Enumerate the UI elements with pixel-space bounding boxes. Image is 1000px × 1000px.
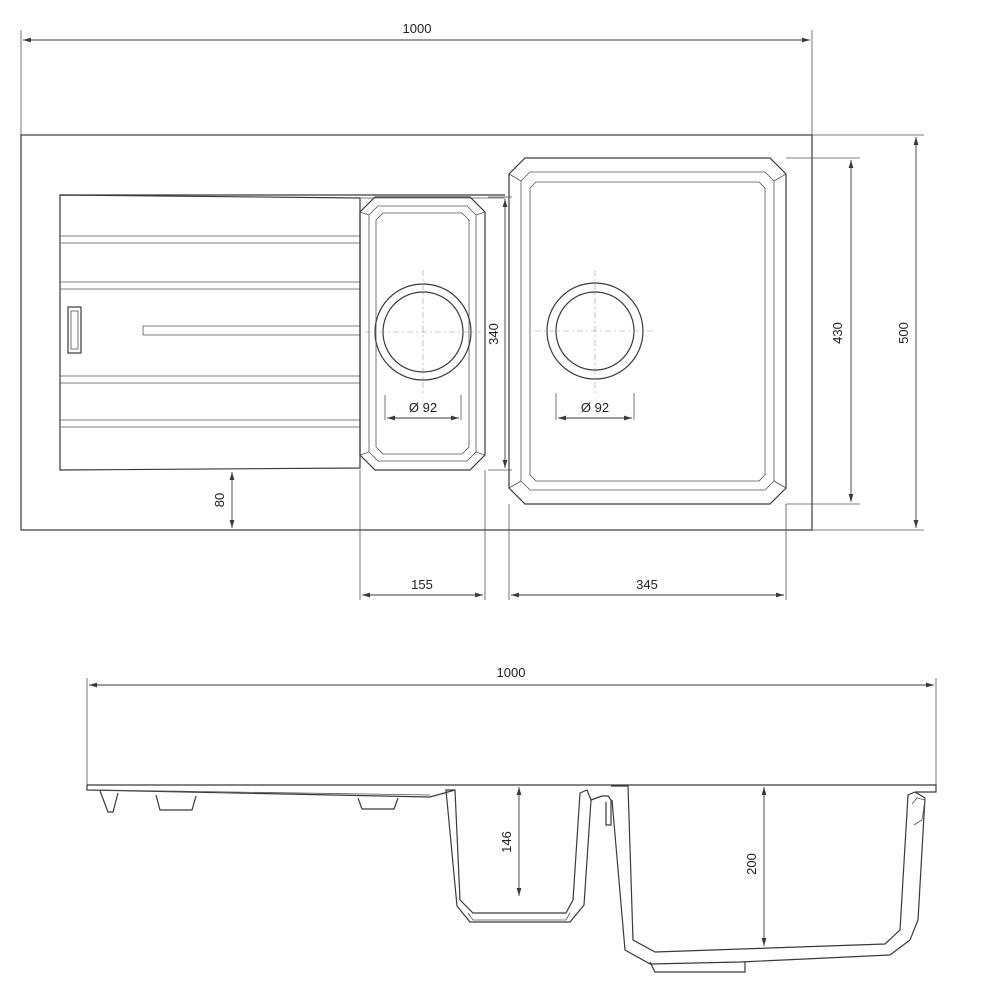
small-bowl-width-dimension: 155 xyxy=(359,470,486,600)
overflow-slot xyxy=(67,306,82,354)
small-bowl-profile xyxy=(445,789,592,923)
top-width-dimension: 1000 xyxy=(20,21,813,135)
top-width-label: 1000 xyxy=(403,21,432,36)
sink-outline xyxy=(20,134,813,531)
small-bowl-depth-dimension: 146 xyxy=(499,787,522,896)
large-waste-diameter-label: Ø 92 xyxy=(581,400,609,415)
small-bowl-depth-label: 146 xyxy=(499,831,514,853)
side-width-dimension: 1000 xyxy=(86,665,937,785)
large-bowl-width-label: 345 xyxy=(636,577,658,592)
bowl-depth-label: 430 xyxy=(830,322,845,344)
large-bowl-width-dimension: 345 xyxy=(508,504,787,600)
small-bowl-length-label: 340 xyxy=(486,323,501,345)
overall-depth-dimension: 500 xyxy=(812,134,924,531)
sink-deck-profile xyxy=(87,784,937,793)
large-bowl-depth-label: 200 xyxy=(744,853,759,875)
side-view: 1000 146 200 xyxy=(86,665,937,973)
drainer-offset-dimension: 80 xyxy=(212,472,235,528)
large-bowl-profile xyxy=(611,785,926,973)
small-bowl-length-dimension: 340 xyxy=(486,196,512,471)
large-bowl-depth-dimension: 200 xyxy=(744,787,767,946)
small-bowl-width-label: 155 xyxy=(411,577,433,592)
top-view: 1000 xyxy=(20,21,924,600)
drainer-offset-label: 80 xyxy=(212,493,227,507)
bowl-depth-dimension: 430 xyxy=(786,157,860,505)
drainer-board xyxy=(59,194,505,471)
side-width-label: 1000 xyxy=(497,665,526,680)
large-bowl: Ø 92 xyxy=(508,157,787,505)
overall-depth-label: 500 xyxy=(896,322,911,344)
small-bowl: Ø 92 xyxy=(359,196,486,471)
small-waste-diameter-label: Ø 92 xyxy=(409,400,437,415)
